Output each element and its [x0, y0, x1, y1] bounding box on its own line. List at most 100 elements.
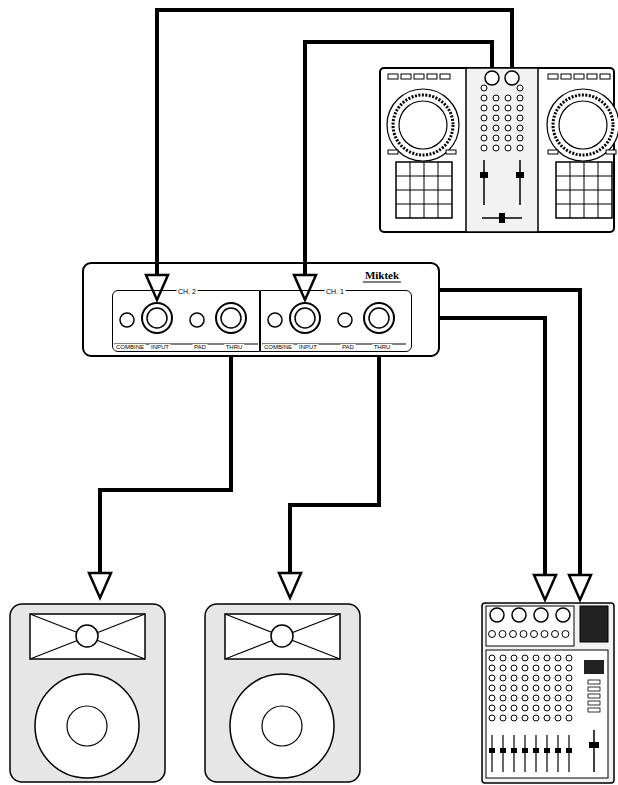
- mixer-knob: [493, 105, 499, 111]
- channel-knob: [566, 655, 572, 661]
- channel-fader: [491, 735, 492, 772]
- channel-knob: [566, 705, 572, 711]
- controller-mixer-section: [466, 68, 538, 232]
- channel-knob: [566, 695, 572, 701]
- channel-knob: [544, 655, 550, 661]
- channel-panel: CH. 2COMBINEINPUTPADTHRU: [112, 290, 260, 352]
- channel-knob: [489, 655, 495, 661]
- jack-socket: [221, 308, 241, 328]
- jack-socket: [364, 303, 394, 333]
- jack-socket: [290, 303, 320, 333]
- channel-label: CH. 2: [177, 288, 198, 295]
- deck-button: [388, 74, 398, 79]
- speaker-horn: [271, 625, 293, 647]
- speaker-cabinet: [205, 604, 360, 782]
- channel-knob: [511, 715, 517, 721]
- mixer-knob: [517, 105, 523, 111]
- channel-knob: [500, 665, 506, 671]
- speaker-horn: [30, 614, 145, 659]
- channel-fader: [566, 748, 572, 753]
- channel-fader: [568, 735, 569, 772]
- channel-knob: [511, 695, 517, 701]
- channel-knob: [544, 665, 550, 671]
- channel-knob: [555, 685, 561, 691]
- control-label: INPUT: [150, 344, 171, 350]
- speaker-cabinet: [10, 604, 165, 782]
- deck-button: [427, 74, 437, 79]
- line-input: [541, 631, 548, 638]
- channel-knob: [511, 665, 517, 671]
- line-input: [531, 631, 538, 638]
- speaker-horn: [30, 614, 145, 659]
- channel-knob: [544, 685, 550, 691]
- channel-knob: [500, 715, 506, 721]
- channel-fader: [513, 735, 514, 772]
- brand-logo: Miktek: [363, 270, 401, 283]
- dj-controller: [380, 68, 618, 232]
- speaker-woofer: [67, 706, 107, 746]
- deck-button: [561, 74, 571, 79]
- channel-knob: [544, 715, 550, 721]
- di-box: MiktekCH. 2COMBINEINPUTPADTHRUCH. 1COMBI…: [82, 262, 440, 357]
- speaker-horn: [76, 625, 98, 647]
- master-fader: [593, 730, 595, 772]
- channel-knob: [555, 665, 561, 671]
- deck-button: [548, 74, 558, 79]
- channel-knob: [489, 715, 495, 721]
- jog-wheel: [559, 101, 607, 149]
- channel-knob: [522, 705, 528, 711]
- jog-wheel: [393, 95, 453, 155]
- cable: [440, 318, 545, 576]
- control-label: COMBINE: [262, 344, 293, 350]
- channel-knob: [544, 705, 550, 711]
- channel-knob: [533, 715, 539, 721]
- meter-led: [588, 680, 600, 684]
- channel-knob: [566, 675, 572, 681]
- pad-grid: [556, 190, 612, 191]
- channel-knob: [522, 675, 528, 681]
- channel-knob: [566, 715, 572, 721]
- channel-knob: [500, 655, 506, 661]
- jack-socket: [142, 303, 172, 333]
- master-section: [584, 660, 604, 674]
- channel-knob: [489, 675, 495, 681]
- channel-knob: [489, 705, 495, 711]
- channel-fader: [533, 748, 539, 753]
- channel-knob: [500, 695, 506, 701]
- jack-socket: [369, 308, 389, 328]
- cue-button: [548, 150, 558, 154]
- channel-fader: [519, 160, 521, 205]
- jog-wheel: [387, 89, 459, 161]
- mixer-knob: [481, 85, 487, 91]
- arrowhead: [294, 275, 316, 300]
- mixer-knob: [481, 125, 487, 131]
- jack-socket: [295, 308, 315, 328]
- control-label: THRU: [372, 344, 392, 350]
- channel-knob: [544, 675, 550, 681]
- line-input: [562, 631, 569, 638]
- meter-led: [588, 708, 600, 712]
- mixer-knob: [517, 95, 523, 101]
- cable: [440, 290, 580, 576]
- channel-knob: [522, 715, 528, 721]
- control-label: THRU: [224, 344, 244, 350]
- mixer-knob: [481, 145, 487, 151]
- mixer-knob: [505, 105, 511, 111]
- mixer-knob: [481, 95, 487, 101]
- mixer-knob: [493, 135, 499, 141]
- cue-button: [388, 150, 398, 154]
- mixer-knob: [481, 105, 487, 111]
- jack-socket: [216, 303, 246, 333]
- mixer-knob: [517, 135, 523, 141]
- xlr-input: [512, 608, 526, 622]
- deck-button: [574, 74, 584, 79]
- channel-fader: [489, 748, 495, 753]
- xlr-input: [556, 608, 570, 622]
- channel-fader: [500, 748, 506, 753]
- mixer-knob: [493, 115, 499, 121]
- arrowhead: [534, 575, 556, 600]
- speaker-woofer: [262, 706, 302, 746]
- channel-knob: [511, 705, 517, 711]
- mixer-knob: [505, 125, 511, 131]
